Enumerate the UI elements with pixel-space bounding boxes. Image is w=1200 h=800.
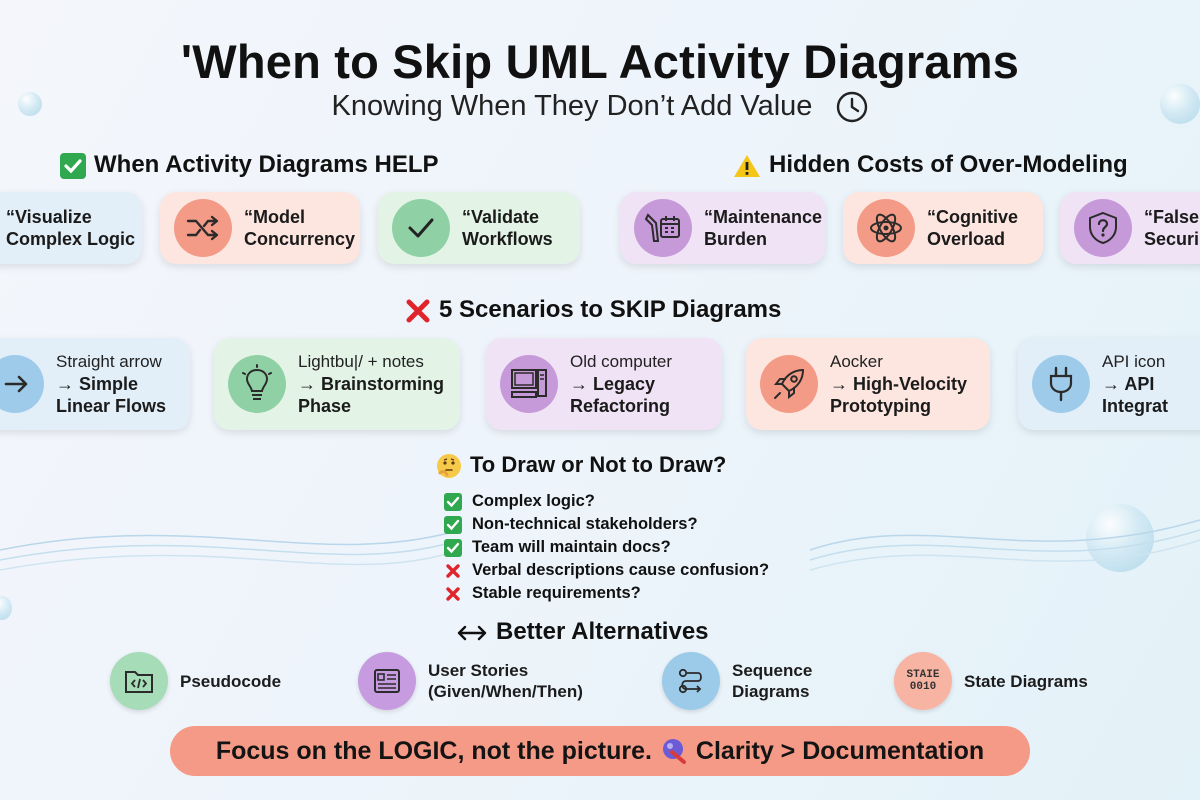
state-binary-icon: STAIE 0010 xyxy=(894,652,952,710)
decorative-waves xyxy=(0,519,1200,571)
plug-icon xyxy=(1032,355,1090,413)
skip-card-brainstorming: Lightbu|/ + notes → Brainstorming Phase xyxy=(214,338,460,430)
checkmark-icon xyxy=(392,199,450,257)
decorative-bubble xyxy=(18,92,42,116)
alternative-sequence-diagrams: Sequence Diagrams xyxy=(662,652,832,710)
check-mark-icon xyxy=(444,538,462,557)
help-card-text: “Visualize Complex Logic xyxy=(6,207,136,249)
skip-card-linear-flows: Straight arrow → Simple Linear Flows xyxy=(0,338,190,430)
checklist-item: Complex logic? xyxy=(444,490,769,513)
help-heading-text: When Activity Diagrams HELP xyxy=(94,151,439,178)
banner-right-text: Clarity > Documentation xyxy=(695,736,985,765)
decision-checklist: Complex logic? Non-technical stakeholders… xyxy=(444,490,769,605)
cost-card-text: “False Securi xyxy=(1144,207,1200,249)
lightbulb-icon xyxy=(228,355,286,413)
decide-heading-text: To Draw or Not to Draw? xyxy=(470,452,727,477)
skip-card-text: Straight arrow → Simple Linear Flows xyxy=(56,351,190,417)
right-arrow-icon xyxy=(0,355,44,413)
skip-heading: 5 Scenarios to SKIP Diagrams xyxy=(405,296,781,324)
shuffle-icon xyxy=(174,199,232,257)
warning-icon xyxy=(734,154,760,177)
alternative-state-diagrams: STAIE 0010 State Diagrams xyxy=(894,652,1088,710)
check-mark-icon xyxy=(444,492,462,511)
skip-card-label: Straight arrow xyxy=(56,352,162,371)
subtitle-text: Knowing When They Don’t Add Value xyxy=(331,90,813,122)
alternative-text: State Diagrams xyxy=(964,671,1088,691)
code-folder-icon xyxy=(110,652,168,710)
cross-mark-icon xyxy=(406,299,430,323)
skip-card-label: API icon xyxy=(1102,352,1166,371)
help-heading: When Activity Diagrams HELP xyxy=(60,151,439,179)
checklist-item-text: Verbal descriptions cause confusion? xyxy=(472,561,770,579)
decorative-bubble xyxy=(1160,84,1200,124)
left-right-arrow-icon xyxy=(457,625,487,640)
thinking-face-icon xyxy=(437,454,461,479)
takeaway-banner: Focus on the LOGIC, not the picture. Cla… xyxy=(170,726,1030,776)
skip-card-title: → Legacy Refactoring xyxy=(570,374,671,416)
alternative-pseudocode: Pseudocode xyxy=(110,652,281,710)
skip-card-legacy: Old computer → Legacy Refactoring xyxy=(486,338,722,430)
help-card-visualize: “Visualize Complex Logic xyxy=(0,192,142,264)
checklist-item: Non-technical stakeholders? xyxy=(444,513,769,536)
check-mark-icon xyxy=(60,152,86,179)
skip-card-text: Old computer → Legacy Refactoring xyxy=(570,351,722,417)
shield-question-icon xyxy=(1074,199,1132,257)
costs-heading-text: Hidden Costs of Over-Modeling xyxy=(769,151,1128,178)
skip-card-text: Lightbu|/ + notes → Brainstorming Phase xyxy=(298,351,460,417)
cross-mark-icon xyxy=(444,562,462,580)
rocket-icon xyxy=(760,355,818,413)
atom-icon xyxy=(857,199,915,257)
checklist-item-text: Stable requirements? xyxy=(472,584,641,602)
alternatives-heading: Better Alternatives xyxy=(456,618,709,646)
checklist-item: Stable requirements? xyxy=(444,582,769,605)
skip-heading-text: 5 Scenarios to SKIP Diagrams xyxy=(439,296,782,323)
skip-card-title: → API Integrat xyxy=(1102,374,1169,416)
alternatives-heading-text: Better Alternatives xyxy=(496,618,709,645)
tools-calendar-icon xyxy=(634,199,692,257)
check-mark-icon xyxy=(444,515,462,534)
document-list-icon xyxy=(358,652,416,710)
help-card-concurrency: “Model Concurrency xyxy=(160,192,360,264)
help-card-validate: “Validate Workflows xyxy=(378,192,580,264)
cost-card-text: “Maintenance Burden xyxy=(704,207,823,249)
costs-heading: Hidden Costs of Over-Modeling xyxy=(733,151,1128,179)
skip-card-title: → Brainstorming Phase xyxy=(298,374,445,416)
checklist-item: Verbal descriptions cause confusion? xyxy=(444,559,769,582)
checklist-item-text: Complex logic? xyxy=(472,492,595,510)
skip-card-api: API icon → API Integrat xyxy=(1018,338,1200,430)
decide-heading: To Draw or Not to Draw? xyxy=(436,452,726,479)
clock-icon xyxy=(836,92,867,123)
state-icon-label: STAIE 0010 xyxy=(906,669,940,693)
page-subtitle: Knowing When They Don’t Add Value xyxy=(0,90,1200,124)
skip-card-title: → High-Velocity Prototyping xyxy=(830,374,968,416)
checklist-item: Team will maintain docs? xyxy=(444,536,769,559)
banner-left-text: Focus on the LOGIC, not the picture. xyxy=(215,736,652,765)
help-card-text: “Model Concurrency xyxy=(244,207,356,249)
alternative-user-stories: User Stories (Given/When/Then) xyxy=(358,652,618,710)
alternative-text: Sequence Diagrams xyxy=(732,661,813,701)
skip-card-text: Aocker → High-Velocity Prototyping xyxy=(830,351,990,417)
skip-card-text: API icon → API Integrat xyxy=(1102,351,1200,417)
skip-card-label: Lightbu|/ + notes xyxy=(298,352,424,371)
cost-card-cognitive: “Cognitive Overload xyxy=(843,192,1043,264)
skip-card-label: Aocker xyxy=(830,352,883,371)
flow-steps-icon xyxy=(662,652,720,710)
checklist-item-text: Non-technical stakeholders? xyxy=(472,515,698,533)
alternative-text: User Stories (Given/When/Then) xyxy=(428,661,583,701)
checklist-item-text: Team will maintain docs? xyxy=(472,538,671,556)
skip-card-label: Old computer xyxy=(570,352,673,371)
skip-card-prototyping: Aocker → High-Velocity Prototyping xyxy=(746,338,990,430)
page-title: 'When to Skip UML Activity Diagrams xyxy=(180,35,1020,88)
cross-mark-icon xyxy=(444,585,462,603)
cost-card-text: “Cognitive Overload xyxy=(927,207,1019,249)
crystal-ball-icon xyxy=(662,739,686,764)
cost-card-false-security: “False Securi xyxy=(1060,192,1200,264)
skip-card-title: → Simple Linear Flows xyxy=(56,374,167,416)
decorative-bubble xyxy=(0,596,12,620)
help-card-text: “Validate Workflows xyxy=(462,207,553,249)
alternative-text: Pseudocode xyxy=(180,671,282,691)
cost-card-maintenance: “Maintenance Burden xyxy=(620,192,825,264)
old-computer-icon xyxy=(500,355,558,413)
